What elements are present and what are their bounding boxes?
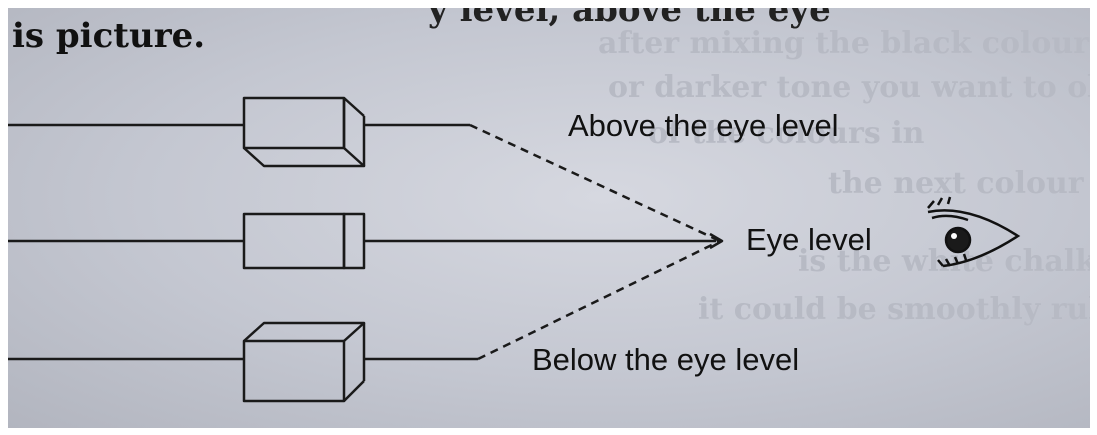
cropped-heading: y level, above the eye [428, 8, 831, 30]
label-above-eye-level: Above the eye level [568, 108, 839, 143]
label-below-eye-level: Below the eye level [532, 342, 800, 377]
bleed-text-4: the next colour [828, 166, 1084, 201]
bleed-text-5: is the white chalks of the [798, 244, 1090, 279]
eye-level-diagram [8, 96, 1021, 403]
bleed-text-2: or darker tone you want to obtain [608, 70, 1090, 105]
bleed-text-6: it could be smoothly rubbed using fing [698, 292, 1090, 327]
page-heading: is picture. [12, 16, 206, 56]
box-icon [8, 321, 478, 403]
eye-icon [927, 196, 1021, 268]
box-icon [8, 96, 470, 168]
bleed-text-3: of the colours in [648, 116, 925, 151]
textbook-photo: after mixing the black colour or darker … [8, 8, 1090, 428]
box-icon [8, 212, 716, 270]
bleed-text-1: after mixing the black colour [598, 26, 1090, 61]
label-eye-level: Eye level [746, 222, 872, 257]
